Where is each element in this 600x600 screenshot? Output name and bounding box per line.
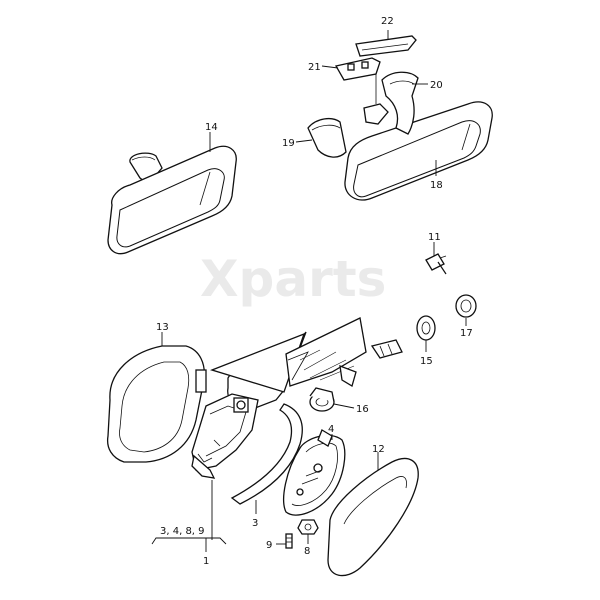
- label-21: 21: [308, 62, 321, 73]
- nut-8: [297, 519, 319, 535]
- label-16: 16: [356, 404, 369, 415]
- callout-labels: 22 21 20 14 19 18 11 17 13 15 16 4 12 3 …: [156, 16, 473, 567]
- nut-15: [370, 315, 436, 359]
- adjuster-frame-1: [191, 393, 259, 479]
- interior-mirror-left: [107, 145, 237, 255]
- mirror-base-triangle: [210, 317, 367, 411]
- label-18: 18: [430, 180, 443, 191]
- label-12: 12: [372, 444, 385, 455]
- label-8: 8: [304, 546, 310, 557]
- screw-11: [425, 253, 447, 275]
- mirror-glass-12: [327, 457, 419, 577]
- cable-3: [230, 403, 303, 505]
- label-3: 3: [252, 518, 258, 529]
- watermark-text: Xparts: [200, 250, 386, 308]
- leader-lines: [151, 30, 467, 552]
- label-22: 22: [381, 16, 394, 27]
- cover-20: [381, 71, 419, 135]
- motor-16: [309, 387, 335, 412]
- label-20: 20: [430, 80, 443, 91]
- label-19: 19: [282, 138, 295, 149]
- strip-22: [355, 35, 417, 57]
- label-15: 15: [420, 356, 433, 367]
- back-plate-4: [283, 429, 346, 516]
- grommet-17: [455, 294, 477, 318]
- label-1: 1: [203, 556, 209, 567]
- mount-cover-19: [307, 117, 347, 158]
- screw-9: [285, 533, 293, 549]
- interior-mirror-right: [344, 101, 493, 201]
- label-17: 17: [460, 328, 473, 339]
- label-11: 11: [428, 232, 441, 243]
- mirror-housing-13: [106, 345, 207, 463]
- bracket-21: [334, 57, 389, 125]
- label-group: 3, 4, 8, 9: [160, 526, 205, 537]
- label-9: 9: [266, 540, 272, 551]
- label-14: 14: [205, 122, 218, 133]
- label-4: 4: [328, 424, 334, 435]
- label-13: 13: [156, 322, 169, 333]
